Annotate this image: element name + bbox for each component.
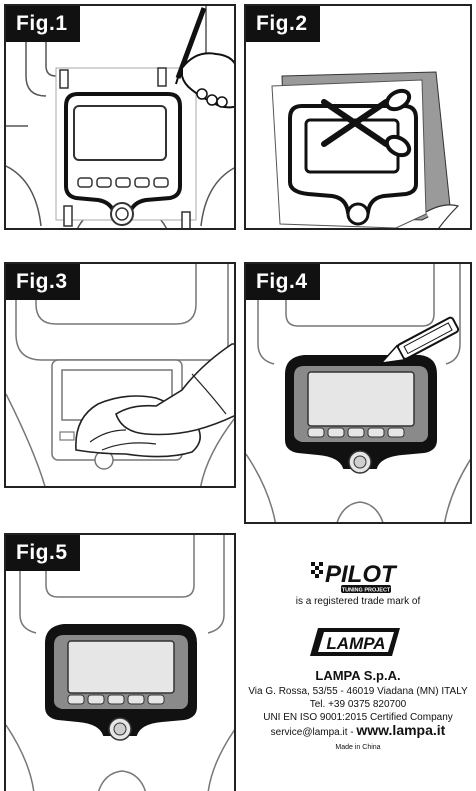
pilot-logo: PILOT TUNING PROJECT bbox=[311, 560, 407, 594]
company-address: Via G. Rossa, 53/55 - 46019 Viadana (MN)… bbox=[244, 685, 472, 698]
company-name: LAMPA S.p.A. bbox=[244, 668, 472, 683]
figure-1-panel: Fig.1 bbox=[4, 4, 236, 230]
figure-4-illustration bbox=[246, 264, 472, 524]
figure-3-panel: Fig.3 bbox=[4, 262, 236, 488]
company-email[interactable]: service@lampa.it - bbox=[271, 727, 357, 738]
company-website[interactable]: www.lampa.it bbox=[356, 722, 445, 738]
company-contact: service@lampa.it - www.lampa.it bbox=[244, 724, 472, 739]
figure-4-label: Fig.4 bbox=[246, 264, 320, 300]
figure-5-illustration bbox=[6, 535, 236, 791]
svg-text:TUNING PROJECT: TUNING PROJECT bbox=[342, 588, 391, 594]
figure-4-panel: Fig.4 bbox=[244, 262, 472, 524]
svg-text:PILOT: PILOT bbox=[325, 561, 398, 588]
lampa-logo: LAMPA bbox=[308, 624, 406, 660]
figure-3-label: Fig.3 bbox=[6, 264, 80, 300]
figure-2-label: Fig.2 bbox=[246, 6, 320, 42]
figure-5-panel: Fig.5 bbox=[4, 533, 236, 791]
figure-5-label: Fig.5 bbox=[6, 535, 80, 571]
made-in: Made in China bbox=[244, 744, 472, 751]
svg-text:LAMPA: LAMPA bbox=[326, 634, 385, 653]
figure-1-label: Fig.1 bbox=[6, 6, 80, 42]
figure-2-panel: Fig.2 bbox=[244, 4, 472, 230]
company-phone: Tel. +39 0375 820700 bbox=[244, 698, 472, 711]
trademark-note: is a registered trade mark of bbox=[244, 596, 472, 607]
